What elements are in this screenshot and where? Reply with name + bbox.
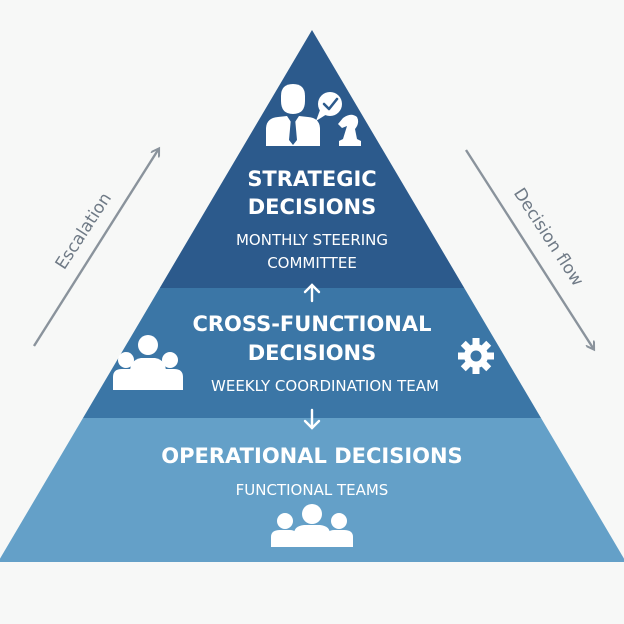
chat-check-icon bbox=[316, 92, 342, 121]
operational-subtitle: FUNCTIONAL TEAMS bbox=[236, 481, 389, 499]
operational-title: OPERATIONAL DECISIONS bbox=[161, 444, 462, 468]
gear-icon bbox=[458, 338, 494, 374]
strategic-subtitle-line-1: MONTHLY STEERING bbox=[236, 231, 388, 249]
cross-functional-subtitle: WEEKLY COORDINATION TEAM bbox=[211, 377, 439, 395]
up-arrow-icon bbox=[303, 283, 321, 303]
group-icon bbox=[271, 504, 353, 547]
strategic-title-line-1: STRATEGIC bbox=[247, 167, 376, 191]
cross-functional-title-line-2: DECISIONS bbox=[248, 341, 377, 365]
decision-flow-arrow bbox=[464, 149, 593, 348]
escalation-arrow bbox=[32, 150, 158, 347]
strategic-title-line-2: DECISIONS bbox=[248, 195, 377, 219]
chess-knight-icon bbox=[338, 114, 361, 146]
executive-icon bbox=[266, 84, 320, 146]
strategic-subtitle-line-2: COMMITTEE bbox=[267, 254, 357, 272]
down-arrow-icon bbox=[303, 408, 321, 430]
team-icon bbox=[113, 335, 183, 390]
cross-functional-title-line-1: CROSS-FUNCTIONAL bbox=[192, 312, 431, 336]
